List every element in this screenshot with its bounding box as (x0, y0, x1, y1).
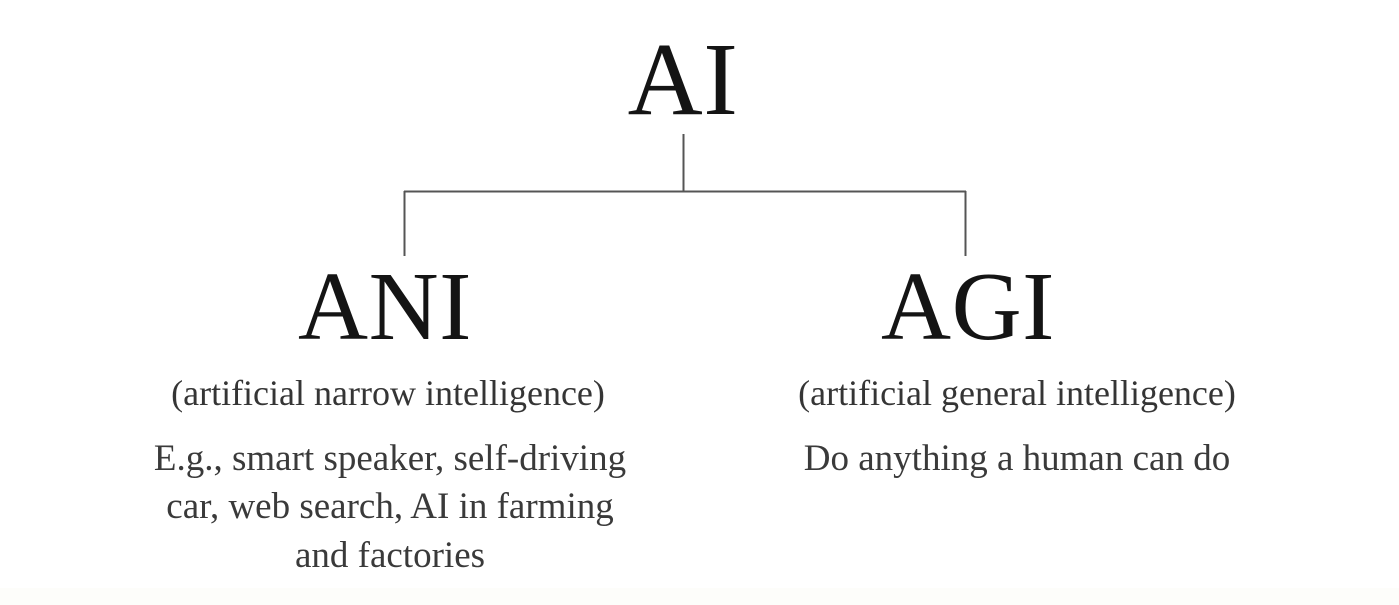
root-node-ai: AI (627, 22, 739, 137)
branch-agi-body: Do anything a human can do (700, 435, 1334, 483)
branch-ani-body-line: car, web search, AI in farming (166, 486, 614, 528)
bottom-edge-band (0, 588, 1399, 605)
branch-agi-subtitle: (artificial general intelligence) (798, 373, 1236, 413)
branch-agi: AGI (artificial general intelligence) Do… (700, 258, 1334, 483)
branch-ani-body-line: E.g., smart speaker, self-driving (153, 438, 627, 480)
branch-ani: ANI (artificial narrow intelligence) E.g… (60, 258, 720, 580)
branch-ani-subtitle: (artificial narrow intelligence) (171, 373, 605, 413)
branch-agi-body-line: Do anything a human can do (803, 438, 1231, 480)
branch-ani-body: E.g., smart speaker, self-driving car, w… (60, 435, 720, 579)
branch-ani-title: ANI (298, 253, 472, 360)
branch-agi-title: AGI (881, 253, 1055, 360)
branch-ani-body-line: and factories (294, 534, 486, 576)
